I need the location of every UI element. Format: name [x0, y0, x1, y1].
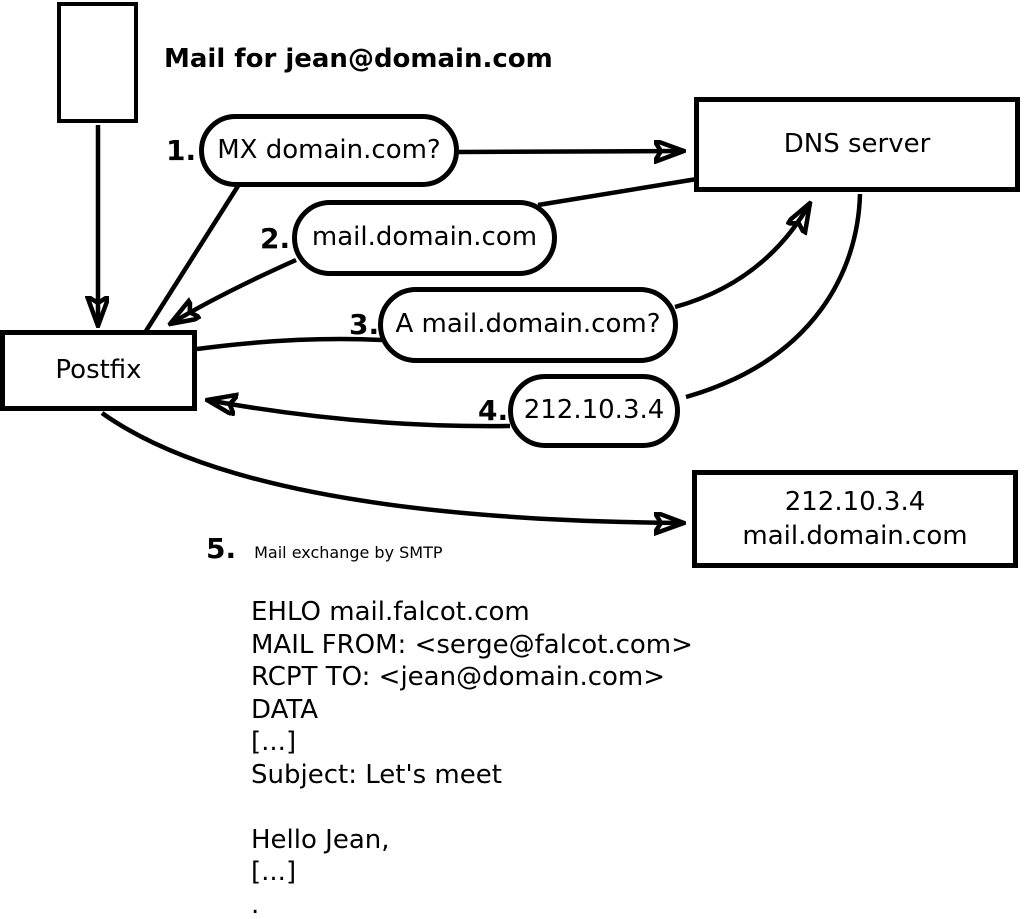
- smtp-line: RCPT TO: <jean@domain.com>: [251, 662, 666, 692]
- dns-server-node: DNS server: [694, 97, 1020, 192]
- smtp-line: MAIL FROM: <serge@falcot.com>: [251, 629, 693, 660]
- dns-server-label: DNS server: [783, 128, 931, 159]
- arrow-postfix-to-mailserver: [100, 411, 684, 523]
- step-1-query-pill: MX domain.com?: [199, 114, 459, 187]
- step-2-reply-pill: mail.domain.com: [292, 200, 557, 276]
- step-2-reply-label: mail.domain.com: [311, 222, 538, 253]
- step-3-query-pill: A mail.domain.com?: [378, 287, 678, 363]
- mail-server-hostname: mail.domain.com: [742, 521, 968, 551]
- mail-server-label: 212.10.3.4 mail.domain.com: [742, 485, 967, 553]
- smtp-line: Subject: Let's meet: [251, 759, 502, 790]
- smtp-line: Hello Jean,: [251, 824, 390, 855]
- postfix-node: Postfix: [0, 330, 197, 411]
- step-4-number: 4.: [478, 394, 509, 427]
- smtp-transcript: EHLO mail.falcot.com MAIL FROM: <serge@f…: [251, 596, 693, 919]
- postfix-label: Postfix: [55, 354, 142, 385]
- mail-server-node: 212.10.3.4 mail.domain.com: [692, 470, 1018, 568]
- step-1-number: 1.: [166, 134, 197, 167]
- step-5-label: Mail exchange by SMTP: [254, 543, 443, 562]
- step-4-reply-pill: 212.10.3.4: [508, 374, 680, 448]
- arrow-query3-to-dns: [674, 203, 810, 310]
- smtp-line: EHLO mail.falcot.com: [251, 597, 530, 627]
- step-3-number: 3.: [349, 308, 380, 341]
- mail-envelope-icon: [57, 2, 138, 123]
- step-4-reply-label: 212.10.3.4: [523, 395, 665, 426]
- line-dns-to-reply4: [685, 193, 863, 400]
- step-1-query-label: MX domain.com?: [217, 134, 441, 165]
- step-3-query-label: A mail.domain.com?: [395, 309, 661, 340]
- smtp-line: [251, 791, 693, 824]
- step-5-caption: 5. Mail exchange by SMTP: [206, 532, 443, 565]
- mail-annotation: Mail for jean@domain.com: [164, 44, 553, 74]
- line-postfix-to-query3: [196, 336, 383, 352]
- smtp-line: [...]: [251, 857, 297, 887]
- arrow-query1-to-dns: [457, 151, 684, 152]
- arrow-reply2-to-postfix: [170, 257, 297, 324]
- step-2-number: 2.: [260, 222, 291, 255]
- mail-server-ip: 212.10.3.4: [784, 487, 926, 517]
- line-dns-to-reply2: [537, 176, 698, 208]
- step-5-number: 5.: [206, 532, 237, 565]
- smtp-line: [...]: [251, 727, 297, 757]
- arrow-reply4-to-postfix: [207, 400, 511, 429]
- line-postfix-to-query1: [144, 184, 240, 333]
- smtp-line: .: [251, 889, 260, 919]
- smtp-line: DATA: [251, 694, 318, 725]
